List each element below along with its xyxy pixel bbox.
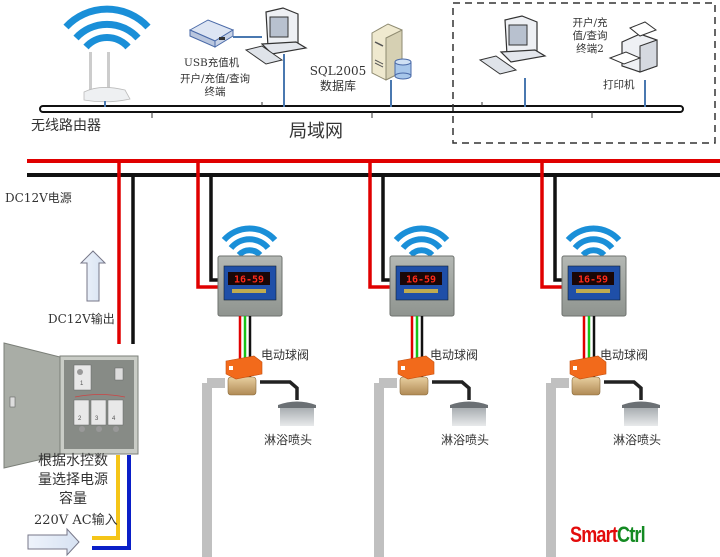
terminal1-label-line: 开户/充值/查询 — [179, 73, 251, 85]
controller-caption — [232, 289, 266, 293]
led-display — [228, 272, 270, 285]
wireless-router — [63, 5, 151, 107]
capacity-note-line: 容量 — [59, 491, 87, 507]
shower-label: 淋浴喷头 — [264, 433, 313, 447]
terminal1-label-line: 终端 — [204, 86, 226, 99]
shower-head-icon — [278, 401, 316, 408]
wifi-icon — [565, 225, 622, 258]
shower-unit: 16-59 — [540, 161, 660, 557]
database-server — [371, 23, 412, 107]
wifi-icon — [63, 5, 151, 50]
wifi-icon — [221, 225, 278, 258]
terminal2-label-line: 终端2 — [576, 43, 604, 56]
valve-body — [399, 376, 429, 396]
valve-actuator — [397, 355, 435, 380]
svg-text:2: 2 — [78, 416, 82, 422]
water-spray — [452, 408, 486, 426]
terminal2-label-line: 值/查询 — [572, 30, 608, 43]
svg-text:3: 3 — [95, 416, 99, 422]
ac-input-wires — [92, 455, 131, 550]
database-label: SQL2005 数据库 — [306, 64, 370, 94]
printer-label: 打印机 — [603, 79, 635, 91]
water-pipe — [546, 378, 569, 557]
valve-body — [227, 376, 257, 396]
valve-actuator — [569, 355, 607, 380]
database-label-line: SQL2005 — [309, 64, 367, 78]
valve-body — [571, 376, 601, 396]
shower-label: 淋浴喷头 — [613, 433, 662, 447]
smartctrl-logo: SmartCtrl — [570, 522, 646, 548]
terminal2-label: 开户/充 值/查询 终端2 — [565, 17, 615, 56]
lan-bus — [39, 102, 684, 118]
shower-unit: 16-59 — [196, 161, 316, 557]
water-pipe — [202, 378, 225, 557]
dc-output-up-arrow-icon — [79, 250, 107, 302]
shower-arm — [604, 380, 643, 400]
terminal1-computer — [244, 7, 308, 107]
terminal2-label-line: 开户/充 — [572, 17, 608, 29]
red-power-drop — [196, 161, 220, 289]
shower-label: 淋浴喷头 — [441, 433, 490, 447]
capacity-note: 根据水控数 量选择电源 容量 — [30, 452, 116, 509]
display-time: 16-59 — [578, 275, 608, 286]
usb-recharger — [188, 19, 262, 48]
svg-text:1: 1 — [80, 381, 84, 387]
usb-recharger-label: USB充值机 — [184, 57, 240, 69]
water-pipe — [374, 378, 397, 557]
database-icon — [394, 58, 412, 80]
logo-part-smart: Smart — [570, 522, 618, 547]
lan-label: 局域网 — [289, 121, 343, 142]
valve-actuator — [225, 355, 263, 380]
black-power-drop — [553, 175, 564, 282]
logo-part-ctrl: Ctrl — [617, 522, 646, 547]
database-label-line: 数据库 — [319, 79, 356, 93]
black-power-drop — [381, 175, 392, 282]
terminal2-computer — [478, 15, 547, 107]
router-label: 无线路由器 — [31, 118, 101, 134]
capacity-note-line: 根据水控数 — [38, 453, 108, 469]
controller-caption — [404, 289, 438, 293]
dc-power-bus — [27, 159, 720, 344]
display-time: 16-59 — [406, 275, 436, 286]
dc-bus-label: DC12V电源 — [5, 191, 72, 205]
svg-text:4: 4 — [112, 416, 116, 422]
printer — [608, 21, 658, 107]
valve-label: 电动球阀 — [261, 348, 310, 362]
led-display — [572, 272, 614, 285]
red-power-drop — [540, 161, 564, 289]
ac-input-arrow-icon — [27, 527, 80, 557]
valve-label: 电动球阀 — [430, 348, 479, 362]
shower-head-icon — [450, 401, 488, 408]
shower-unit: 16-59 — [368, 161, 488, 557]
wifi-icon — [393, 225, 450, 258]
red-power-drop — [368, 161, 392, 289]
cabinet-module-labels: 1 2 3 4 — [78, 381, 116, 422]
valve-label: 电动球阀 — [600, 348, 649, 362]
black-power-drop — [209, 175, 220, 282]
display-time: 16-59 — [234, 275, 264, 286]
water-spray — [624, 408, 658, 426]
water-spray — [280, 408, 314, 426]
terminal2-group-box — [452, 2, 716, 144]
ac-input-label: 220V AC输入 — [34, 513, 118, 528]
shower-head-icon — [622, 401, 660, 408]
led-display — [400, 272, 442, 285]
shower-arm — [260, 380, 299, 400]
capacity-note-line: 量选择电源 — [38, 472, 108, 488]
power-cabinet — [3, 342, 139, 469]
controller-caption — [576, 289, 610, 293]
shower-arm — [432, 380, 471, 400]
terminal1-label: 开户/充值/查询 终端 — [175, 73, 255, 99]
dc-output-label: DC12V输出 — [48, 312, 115, 326]
